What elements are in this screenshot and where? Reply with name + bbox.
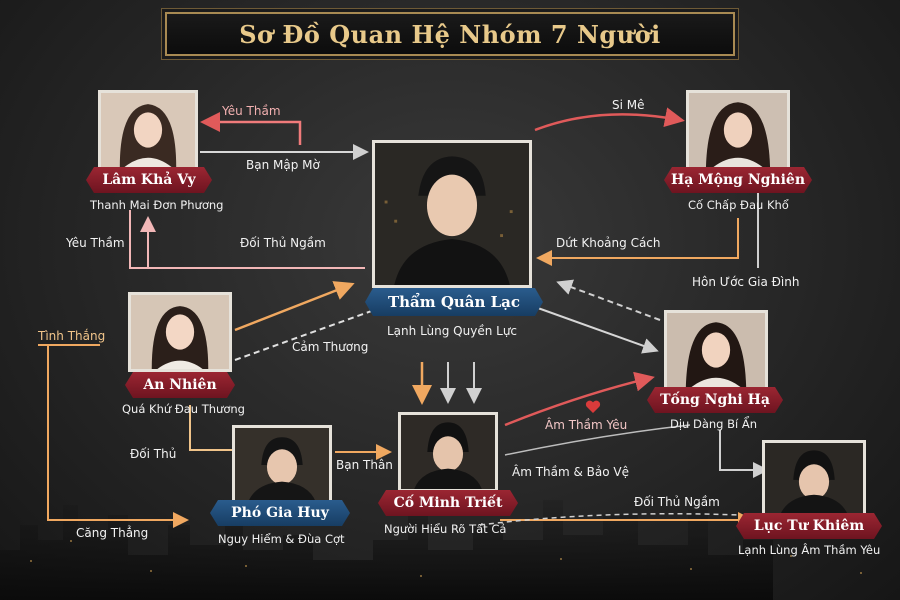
nameplate-luc-tu-khiem: Lục Tư Khiêm bbox=[736, 513, 882, 539]
label-tinh-thang: Tình Thắng bbox=[38, 329, 106, 343]
page-title: Sơ Đồ Quan Hệ Nhóm 7 Người bbox=[239, 19, 661, 49]
link-doi-thu bbox=[189, 405, 232, 451]
nameplate-tham-quan-lac: Thẩm Quân Lạc bbox=[365, 288, 543, 316]
portrait-lam-kha-vy bbox=[98, 90, 198, 170]
link-co-tong bbox=[504, 371, 655, 427]
label-ban-map-mo: Bạn Mập Mờ bbox=[246, 158, 320, 172]
label-doi-thu-ngam-2: Đối Thủ Ngầm bbox=[634, 495, 720, 509]
city-skyline-backdrop bbox=[0, 500, 862, 600]
label-yeu-tham-2: Yêu Thầm bbox=[66, 236, 125, 250]
portrait-pho-gia-huy bbox=[232, 425, 332, 505]
link-tong-luc bbox=[719, 430, 769, 478]
label-si-me: Si Mê bbox=[612, 98, 645, 112]
link-lam-tham-yeu-tham bbox=[200, 112, 302, 145]
link-lam-yeu-tham-loop bbox=[129, 210, 365, 269]
heart-icon bbox=[585, 400, 601, 413]
title-banner: Sơ Đồ Quan Hệ Nhóm 7 Người bbox=[165, 12, 735, 56]
nameplate-lam-kha-vy: Lâm Khả Vy bbox=[86, 167, 212, 193]
portrait-an-nhien bbox=[128, 292, 232, 372]
label-ban-than: Bạn Thân bbox=[336, 458, 393, 472]
nameplate-ha-mong-nghien: Hạ Mộng Nghiên bbox=[664, 167, 812, 193]
portrait-luc-tu-khiem bbox=[762, 440, 866, 518]
desc-ha-mong-nghien: Cố Chấp Đau Khổ bbox=[688, 198, 789, 212]
portrait-tham-quan-lac bbox=[372, 140, 532, 288]
label-doi-thu-ngam-1: Đối Thủ Ngầm bbox=[240, 236, 326, 250]
link-co-luc-dashed bbox=[479, 513, 741, 526]
link-cang-thang bbox=[47, 345, 189, 528]
nameplate-an-nhien: An Nhiên bbox=[125, 372, 235, 398]
nameplate-co-minh-triet: Cố Minh Triết bbox=[378, 490, 518, 516]
portrait-co-minh-triet bbox=[398, 412, 498, 492]
label-hon-uoc: Hôn Ước Gia Đình bbox=[692, 275, 800, 289]
label-cang-thang: Căng Thẳng bbox=[76, 526, 149, 540]
label-yeu-tham-1: Yêu Thầm bbox=[222, 104, 281, 118]
link-an-tham-dashed bbox=[234, 307, 381, 361]
desc-tong-nghi-ha: Dịu Dàng Bí Ẩn bbox=[670, 417, 758, 431]
link-tong-tham-dashed bbox=[556, 279, 661, 321]
label-doi-thu: Đối Thủ bbox=[130, 447, 177, 461]
link-si-me bbox=[534, 107, 685, 132]
portrait-ha-mong-nghien bbox=[686, 90, 790, 170]
desc-an-nhien: Quá Khứ Đau Thương bbox=[122, 402, 245, 416]
label-cam-thuong: Cảm Thương bbox=[292, 340, 369, 354]
desc-co-minh-triet: Người Hiểu Rõ Tất Cả bbox=[384, 522, 507, 536]
nameplate-pho-gia-huy: Phó Gia Huy bbox=[210, 500, 350, 526]
desc-pho-gia-huy: Nguy Hiểm & Đùa Cợt bbox=[218, 532, 345, 546]
label-am-tham-bao-ve: Âm Thầm & Bảo Vệ bbox=[512, 465, 630, 479]
desc-tham-quan-lac: Lạnh Lùng Quyền Lực bbox=[387, 324, 518, 338]
portrait-tong-nghi-ha bbox=[664, 310, 768, 390]
label-du-khoang-cach: Dứt Khoảng Cách bbox=[556, 236, 661, 250]
label-am-tham-yeu: Âm Thầm Yêu bbox=[545, 418, 628, 432]
link-du-khoang-cach bbox=[536, 218, 739, 266]
desc-lam-kha-vy: Thanh Mai Đơn Phương bbox=[90, 198, 224, 212]
link-bao-ve bbox=[504, 424, 691, 456]
nameplate-tong-nghi-ha: Tống Nghi Hạ bbox=[647, 387, 783, 413]
desc-luc-tu-khiem: Lạnh Lùng Âm Thầm Yêu bbox=[738, 543, 881, 557]
link-an-tham bbox=[234, 281, 355, 332]
